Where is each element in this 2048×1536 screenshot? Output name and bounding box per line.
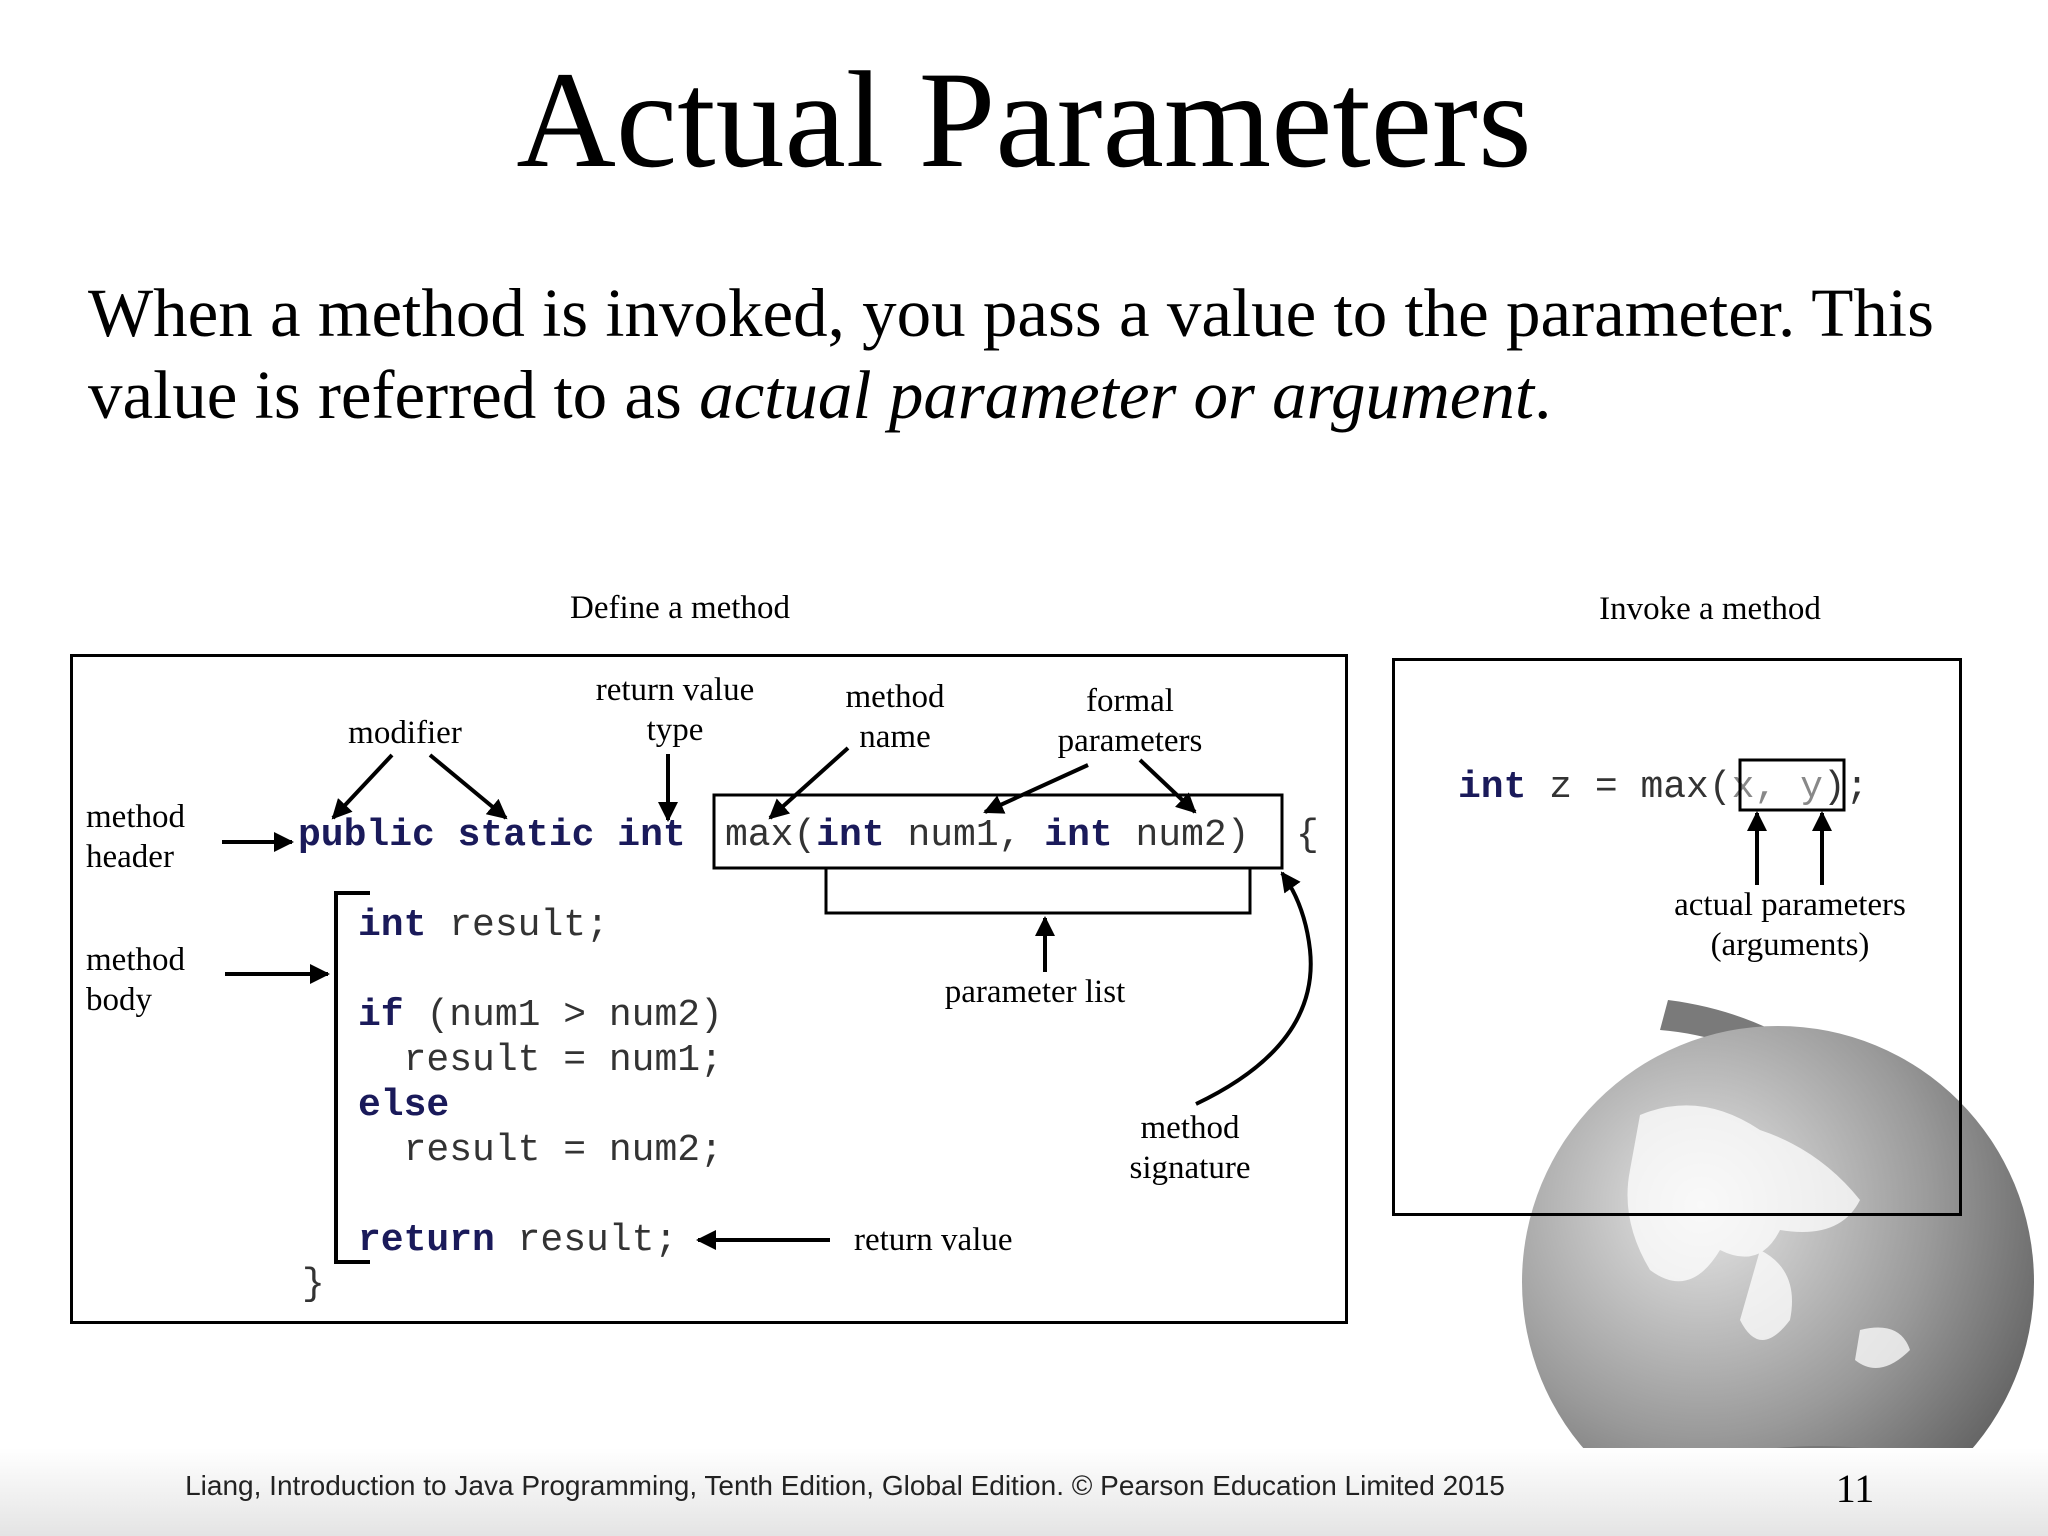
keyword-return: return [358,1219,495,1262]
arguments-box [1738,758,1846,812]
code-result-decl: result; [426,904,609,947]
method-signature-label-line2: signature [1129,1150,1251,1186]
body-text-end: . [1534,357,1552,433]
code-return-result: result; [494,1219,678,1262]
method-name-label-line1: method [845,679,945,715]
signature-max: max( [725,814,817,857]
method-signature-arrow [1195,871,1313,1106]
method-header-label-line2: header [86,839,174,875]
method-name-arrow [768,746,850,820]
keyword-int-result: int [358,904,427,947]
page-number: 11 [1835,1466,1875,1511]
code-line-else: else [358,1083,449,1129]
body-text-plain: When a method is invoked, you pass a val… [88,275,1934,433]
method-body-bracket [334,891,370,1264]
code-line-declare: int result; [358,903,609,949]
keyword-else: else [358,1084,450,1127]
keyword-static: static [457,814,595,857]
define-method-label: Define a method [570,590,790,626]
actual-parameters-label-line1: actual parameters [1674,887,1906,923]
body-text-italic: actual parameter or argument [699,357,1535,433]
modifier-arrow-static [428,753,508,820]
method-name-label-line2: name [859,719,931,755]
define-method-panel [70,654,1348,1324]
open-brace: { [1296,814,1319,857]
modifier-label: modifier [348,715,462,751]
keyword-public: public [298,814,435,857]
method-body-label-line2: body [86,982,152,1018]
footer-band [0,1448,2048,1536]
method-signature-code: max(int num1, int num2) [725,813,1250,859]
invoke-code-end: ); [1822,766,1869,809]
keyword-if: if [358,994,404,1037]
method-header-label-line1: method [86,799,185,835]
code-line-assign-num1: result = num1; [358,1039,723,1082]
code-if-condition: (num1 > num2) [403,994,723,1037]
formal-parameters-arrow-1 [983,763,1089,814]
slide-title: Actual Parameters [516,43,1532,196]
formal-parameters-label-line2: parameters [1057,723,1203,759]
return-type-label-line1: return value [595,672,755,708]
code-line-assign-num2: result = num2; [358,1129,723,1172]
modifier-arrow-public [331,753,394,820]
close-brace: } [302,1263,325,1306]
globe-landmass [1627,1105,1910,1368]
signature-box [712,793,1284,870]
invoke-method-label: Invoke a method [1599,591,1821,627]
parameter-list-label: parameter list [944,974,1126,1010]
formal-parameters-label-line1: formal [1086,683,1174,719]
signature-num2: num2) [1112,814,1250,857]
invoke-code: int z = max(x, y); [1458,765,1868,811]
code-line-return: return result; [358,1218,677,1264]
signature-num1: num1, [884,814,1045,857]
invoke-code-assign: z = max( [1526,766,1732,809]
method-signature-label-line1: method [1140,1110,1240,1146]
method-header-code: public static int [298,813,686,859]
return-value-label: return value [854,1222,1013,1258]
keyword-int-invoke: int [1458,766,1527,809]
slide-footer: Liang, Introduction to Java Programming,… [185,1470,1505,1501]
return-type-label-line2: type [646,712,704,748]
slide-body-text: When a method is invoked, you pass a val… [88,272,1988,436]
code-line-if: if (num1 > num2) [358,993,723,1039]
signature-int-1: int [816,814,885,857]
invoke-method-panel [1392,658,1962,1216]
signature-int-2: int [1044,814,1113,857]
formal-parameters-arrow-2 [1138,758,1197,814]
parameter-list-bracket [824,868,1252,915]
method-body-label-line1: method [86,942,185,978]
actual-parameters-label-line2: (arguments) [1710,927,1870,963]
